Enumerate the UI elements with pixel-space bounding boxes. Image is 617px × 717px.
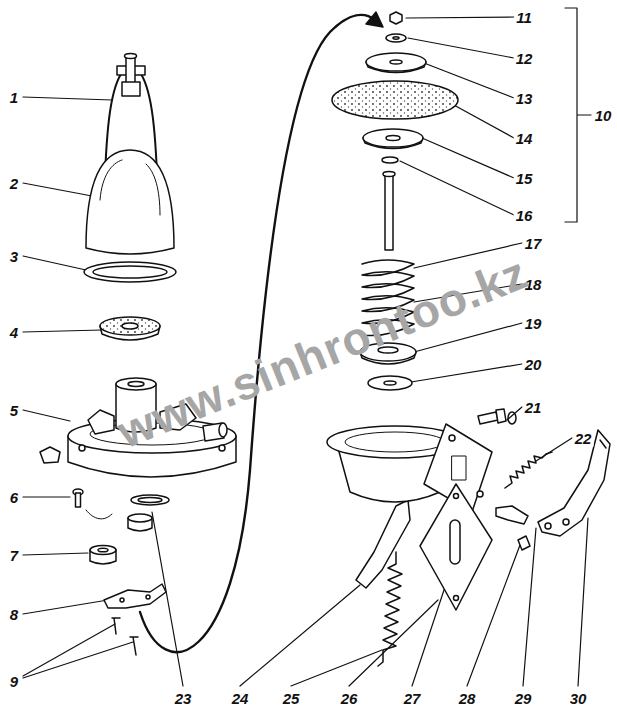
callout-number: 3	[8, 248, 20, 265]
lever-spring	[505, 452, 552, 488]
callout-number: 1	[8, 89, 20, 106]
retainer-plate	[104, 584, 166, 655]
diaphragm-assembly	[332, 12, 458, 250]
callout-number: 6	[8, 489, 20, 506]
screw	[73, 489, 112, 519]
callout-number: 26	[339, 690, 360, 707]
callout-number: 8	[8, 606, 20, 623]
callout-number: 27	[402, 690, 423, 707]
callout-number: 23	[173, 690, 194, 707]
callout-number: 5	[8, 402, 20, 419]
callout-number: 9	[8, 673, 20, 690]
seal-ring	[131, 495, 169, 505]
return-spring	[378, 552, 402, 666]
callout-number: 11	[514, 9, 534, 26]
valve	[90, 514, 152, 564]
rocker-lever	[538, 430, 610, 536]
screw	[478, 409, 516, 424]
gasket-plate	[420, 484, 492, 610]
callout-number: 16	[514, 207, 535, 224]
callout-number: 4	[8, 324, 20, 341]
callout-number: 2	[8, 175, 20, 192]
link	[496, 506, 530, 550]
callout-number: 22	[573, 430, 594, 447]
callout-number: 28	[457, 690, 478, 707]
callout-number: 25	[281, 690, 302, 707]
leader-lines	[23, 8, 591, 686]
callout-number: 29	[513, 690, 534, 707]
callout-number: 15	[514, 170, 535, 187]
callout-number: 24	[230, 690, 251, 707]
watermark: www.sinhrontoo.kz	[111, 249, 533, 455]
callout-number: 10	[593, 107, 614, 124]
filter-screen	[100, 317, 160, 340]
callout-number: 12	[514, 50, 535, 67]
callout-number: 19	[523, 315, 544, 332]
glass-bowl	[86, 150, 174, 254]
callout-number: 13	[514, 90, 535, 107]
gasket-ring	[84, 262, 176, 282]
callout-number: 14	[514, 130, 535, 147]
callout-number: 21	[523, 399, 544, 416]
callout-number: 20	[523, 356, 544, 373]
callout-number: 7	[8, 547, 20, 564]
callout-number: 17	[523, 235, 544, 252]
callout-number: 30	[568, 690, 589, 707]
